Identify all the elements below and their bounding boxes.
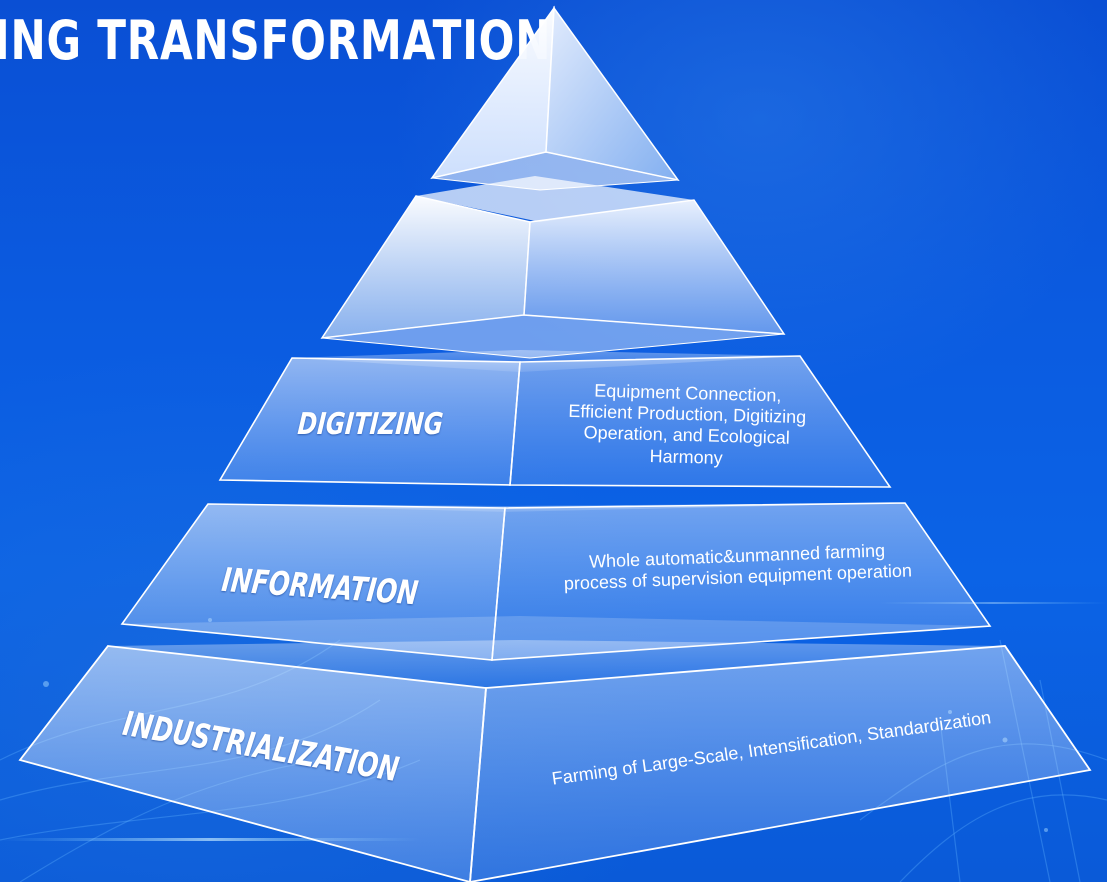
pyramid-level-2 bbox=[320, 176, 786, 359]
pyramid-apex bbox=[430, 5, 680, 191]
level-description-digitizing: Equipment Connection, Efficient Producti… bbox=[526, 379, 848, 472]
level-title-digitizing: DIGITIZING bbox=[296, 407, 445, 442]
page-title: ING TRANSFORMATION bbox=[0, 9, 552, 72]
pyramid-level-industrialization bbox=[18, 640, 1092, 882]
pyramid-level-digitizing bbox=[218, 350, 892, 488]
pyramid-level-information bbox=[120, 502, 992, 661]
